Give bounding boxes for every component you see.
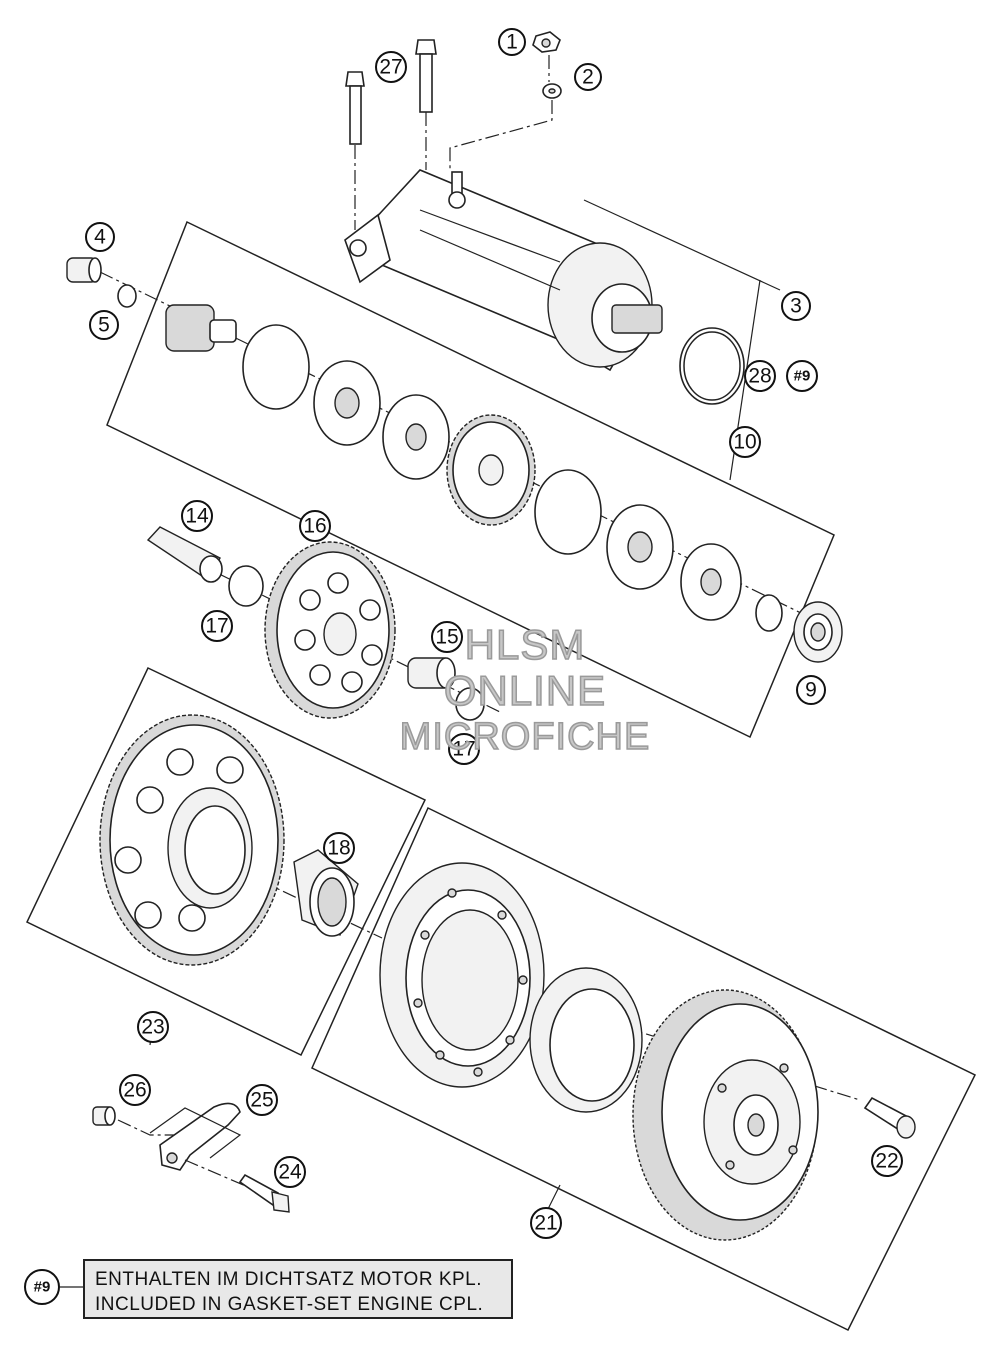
callout-hash9[interactable]: #9: [786, 360, 818, 392]
svg-text:25: 25: [250, 1089, 273, 1112]
svg-text:9: 9: [805, 679, 817, 702]
svg-text:3: 3: [790, 295, 802, 318]
needle-bearing-18: [293, 849, 359, 937]
gasket-set-note: ENTHALTEN IM DICHTSATZ MOTOR KPL. INCLUD…: [83, 1259, 513, 1319]
callout-2[interactable]: 2: [574, 63, 602, 91]
screw-22: [863, 1096, 916, 1139]
intermediate-gear: [446, 414, 536, 526]
callout-9[interactable]: 9: [796, 675, 826, 705]
pin-14: [146, 526, 223, 583]
washer-17b: [455, 687, 485, 721]
bushing-4: [66, 257, 102, 283]
callout-28[interactable]: 28: [744, 360, 776, 392]
bolt-27-long: [415, 39, 437, 113]
washer-17: [228, 565, 264, 607]
svg-text:22: 22: [875, 1150, 898, 1173]
pinion-gear: [165, 304, 237, 352]
svg-text:24: 24: [278, 1161, 302, 1184]
svg-text:10: 10: [733, 431, 756, 454]
svg-text:5: 5: [98, 314, 110, 337]
callout-24[interactable]: 24: [274, 1156, 306, 1188]
callout-22[interactable]: 22: [871, 1145, 903, 1177]
disc: [534, 469, 602, 555]
freewheel-housing: [379, 862, 545, 1088]
callout-15[interactable]: 15: [431, 621, 463, 653]
freewheel-ring: [529, 967, 643, 1113]
callout-16[interactable]: 16: [299, 510, 331, 542]
callout-14[interactable]: 14: [181, 500, 213, 532]
bolt-27-short: [345, 71, 365, 145]
lever-25: [159, 1102, 241, 1171]
bushing-15: [407, 657, 456, 689]
nut-1: [532, 31, 561, 53]
callout-27[interactable]: 27: [375, 51, 407, 83]
svg-text:28: 28: [748, 365, 771, 388]
idler-gear-16: [264, 541, 396, 719]
circlip: [755, 594, 783, 632]
callout-5[interactable]: 5: [89, 310, 119, 340]
svg-text:27: 27: [379, 56, 402, 79]
callout-26[interactable]: 26: [119, 1074, 151, 1106]
svg-text:16: 16: [303, 515, 326, 538]
group-frame-23: [26, 667, 427, 1057]
callout-17b[interactable]: 17: [448, 733, 480, 765]
callout-17a[interactable]: 17: [201, 610, 233, 642]
group-frame-21: [311, 806, 977, 1332]
callout-hash9-legend[interactable]: #9: [24, 1269, 60, 1305]
group-frame-10: [106, 220, 835, 739]
svg-text:#9: #9: [794, 368, 811, 385]
rotor: [632, 989, 819, 1241]
svg-text:26: 26: [123, 1079, 146, 1102]
svg-text:23: 23: [141, 1016, 164, 1039]
screw-24: [238, 1173, 290, 1213]
callout-23[interactable]: 23: [137, 1011, 169, 1043]
svg-text:4: 4: [94, 226, 106, 249]
starter-motor: [344, 169, 663, 372]
callout-21[interactable]: 21: [530, 1207, 562, 1239]
note-line-german: ENTHALTEN IM DICHTSATZ MOTOR KPL.: [95, 1269, 483, 1290]
washer-2: [542, 83, 562, 99]
washer-5: [117, 284, 137, 308]
bearing-9: [793, 601, 843, 663]
svg-text:1: 1: [506, 31, 518, 54]
callout-18[interactable]: 18: [323, 832, 355, 864]
svg-text:17: 17: [452, 738, 475, 761]
disc: [242, 324, 310, 410]
svg-text:2: 2: [582, 66, 594, 89]
callout-1[interactable]: 1: [498, 28, 526, 56]
bushing-26: [92, 1106, 116, 1126]
svg-text:#9: #9: [34, 1279, 51, 1296]
callout-4[interactable]: 4: [85, 222, 115, 252]
callout-25[interactable]: 25: [246, 1084, 278, 1116]
svg-text:18: 18: [327, 837, 350, 860]
svg-text:14: 14: [185, 505, 209, 528]
o-ring-28: [679, 327, 745, 405]
note-line-english: INCLUDED IN GASKET-SET ENGINE CPL.: [95, 1294, 484, 1315]
svg-text:17: 17: [205, 615, 228, 638]
callout-3[interactable]: 3: [781, 291, 811, 321]
svg-text:21: 21: [534, 1212, 557, 1235]
callout-10[interactable]: 10: [729, 426, 761, 458]
starter-gear-23: [99, 714, 285, 966]
svg-text:15: 15: [435, 626, 458, 649]
